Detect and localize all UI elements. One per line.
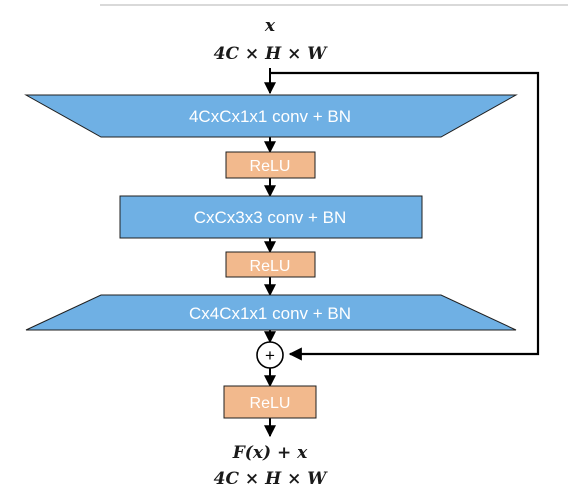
relu-block-2 bbox=[225, 251, 316, 278]
conv1x1-reduce-label: 4CxCx1x1 conv + BN bbox=[189, 107, 351, 126]
conv1x1-expand-label: Cx4Cx1x1 conv + BN bbox=[189, 304, 351, 323]
skip-connection-arrow bbox=[270, 71, 540, 361]
relu-block-1 bbox=[225, 151, 316, 179]
relu-label-3: ReLU bbox=[250, 395, 291, 412]
relu-label-1: ReLU bbox=[250, 158, 291, 175]
input-symbol: x bbox=[264, 16, 276, 36]
conv3x3-label: CxCx3x3 conv + BN bbox=[194, 208, 347, 227]
output-expression: F(x) + x bbox=[232, 443, 308, 463]
conv1x1-reduce-block bbox=[24, 94, 518, 138]
add-node bbox=[256, 341, 284, 369]
output-shape: 4C × H × W bbox=[214, 469, 329, 489]
relu-label-2: ReLU bbox=[250, 258, 291, 275]
relu-block-3 bbox=[223, 385, 317, 419]
add-node-symbol: + bbox=[265, 346, 275, 365]
conv1x1-expand-block bbox=[25, 294, 517, 331]
conv3x3-block bbox=[119, 195, 423, 239]
input-shape: 4C × H × W bbox=[214, 44, 329, 64]
